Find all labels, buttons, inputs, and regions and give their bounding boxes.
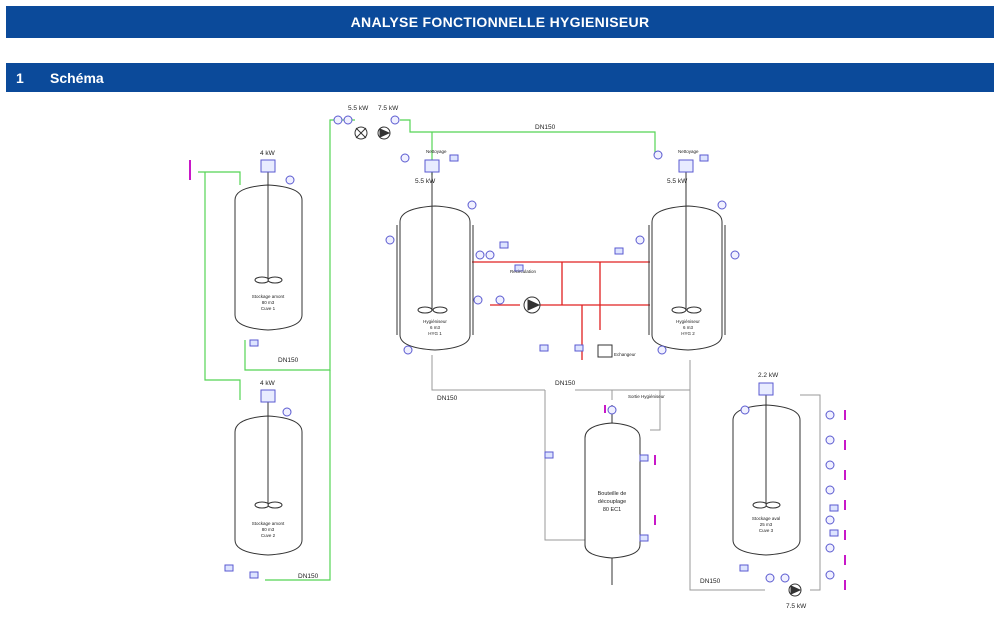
tank-label: HYG 2 <box>681 331 695 336</box>
tank-hygieniser-1 <box>396 165 474 351</box>
tank-decoupling-bottle <box>584 405 641 585</box>
pipe-label: DN150 <box>555 380 576 387</box>
pipe-label: DN150 <box>700 578 721 585</box>
pipe-label: DN150 <box>278 357 299 364</box>
tank-storage-1 <box>234 160 303 331</box>
red-pipe-network <box>472 261 650 360</box>
power-label: 4 kW <box>260 380 276 387</box>
misc-label: Nettoyage <box>426 149 447 154</box>
tank-label: Cuve 3 <box>759 528 774 533</box>
document-title-bar: ANALYSE FONCTIONNELLE HYGIENISEUR <box>6 6 994 38</box>
misc-label: Recirculation <box>510 269 537 274</box>
document-title: ANALYSE FONCTIONNELLE HYGIENISEUR <box>350 14 650 30</box>
power-label: 2.2 kW <box>758 372 779 379</box>
tank-label: 6 m3 <box>430 325 441 330</box>
grey-pipe-network <box>431 355 821 591</box>
tank-label: HYG 1 <box>428 331 442 336</box>
power-label: 7.5 kW <box>786 603 807 610</box>
pipe-label: DN150 <box>535 124 556 131</box>
section-number: 1 <box>16 69 24 86</box>
power-label: 4 kW <box>260 150 276 157</box>
misc-label: Echangeur <box>614 352 636 357</box>
tank-label: Stockage aval <box>752 516 780 521</box>
pipe-label: DN150 <box>298 573 319 580</box>
green-pipe-network <box>198 119 656 581</box>
inlet-markers <box>189 160 846 590</box>
tank-label: Stockage amont <box>252 521 285 526</box>
pipe-label: DN150 <box>437 395 458 402</box>
section-title: Schéma <box>50 69 104 86</box>
power-label: 5.5 kW <box>667 178 688 185</box>
tank-label: Hygiéniseur <box>676 319 700 324</box>
tank-label: Stockage amont <box>252 294 285 299</box>
tank-storage-3 <box>732 385 801 556</box>
tank-label: 80 m3 <box>262 300 275 305</box>
tank-label: 80 m3 <box>262 527 275 532</box>
tank-label: 80 EC1 <box>603 507 621 513</box>
tank-label: Hygiéniseur <box>423 319 447 324</box>
tank-label: 6 m3 <box>683 325 694 330</box>
section-header: 1 Schéma <box>6 63 994 92</box>
tank-label: découplage <box>598 499 626 505</box>
motor-icons <box>260 159 774 403</box>
power-label: 5.5 kW <box>415 178 436 185</box>
pump-icons <box>354 126 802 597</box>
tank-label: 25 m3 <box>760 522 773 527</box>
process-diagram: DN150 DN150 DN150 DN150 DN150 DN150 5.5 … <box>189 105 846 610</box>
tank-label: Cuve 1 <box>261 306 276 311</box>
power-label: 7.5 kW <box>378 105 399 112</box>
tank-hygieniser-2 <box>648 165 726 351</box>
misc-label: Nettoyage <box>678 149 699 154</box>
instrument-bubbles <box>282 115 835 583</box>
tank-label: Cuve 2 <box>261 533 276 538</box>
misc-label: Sortie Hygiéniseur <box>628 394 665 399</box>
tank-storage-2 <box>234 395 303 556</box>
power-label: 5.5 kW <box>348 105 369 112</box>
instrument-tags <box>224 154 839 579</box>
tank-label: Bouteille de <box>598 491 627 497</box>
